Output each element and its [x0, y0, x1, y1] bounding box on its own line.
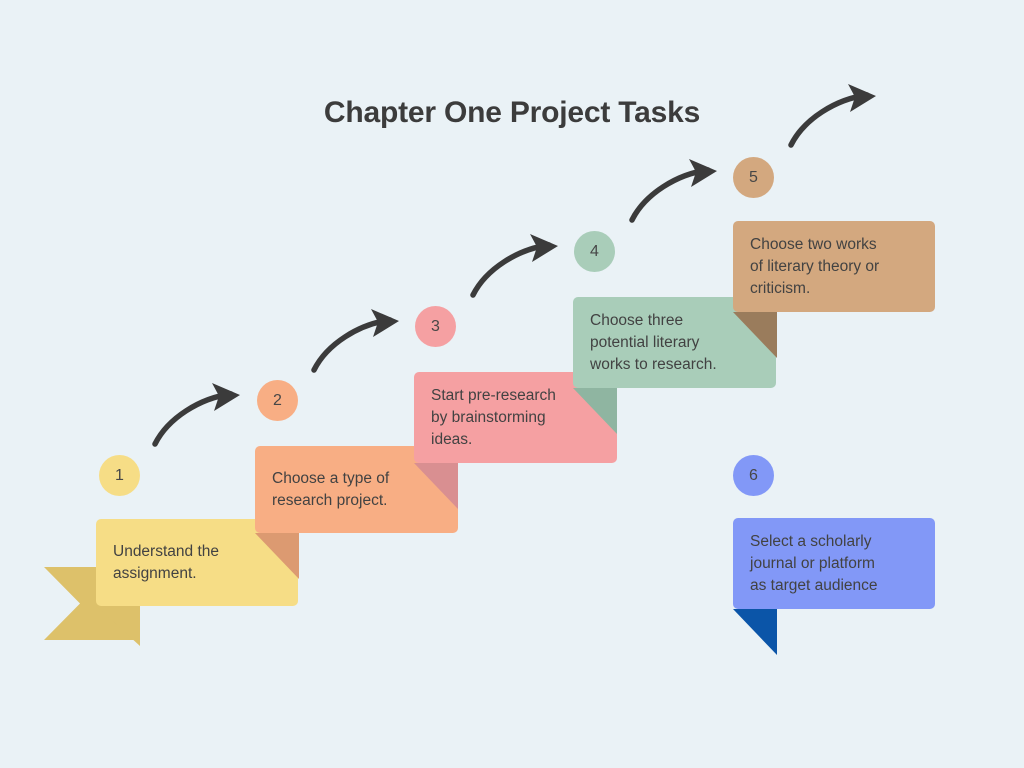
step-card-6[interactable]: Select a scholarly journal or platform a… — [733, 518, 935, 609]
step-card-text-5: Choose two works of literary theory or c… — [750, 235, 880, 297]
step-card-5[interactable]: Choose two works of literary theory or c… — [733, 221, 935, 312]
step-number-badge-2[interactable]: 2 — [257, 380, 298, 421]
step-number-badge-5[interactable]: 5 — [733, 157, 774, 198]
step-number-label: 4 — [590, 242, 599, 260]
step-number-badge-3[interactable]: 3 — [415, 306, 456, 347]
step-number-label: 5 — [749, 168, 758, 186]
arrow-4-to-5-head — [689, 159, 717, 187]
step-card-text-3: Start pre-research by brainstorming idea… — [431, 386, 556, 448]
step-number-label: 6 — [749, 466, 758, 484]
step-number-label: 1 — [115, 466, 124, 484]
step-card-3[interactable]: Start pre-research by brainstorming idea… — [414, 372, 617, 463]
step-card-text-4: Choose three potential literary works to… — [590, 311, 717, 373]
step-card-4[interactable]: Choose three potential literary works to… — [573, 297, 776, 388]
arrow-2-to-3-head — [371, 309, 399, 337]
step-card-text-6: Select a scholarly journal or platform a… — [750, 532, 878, 594]
arrow-3-to-4-shaft — [470, 242, 552, 298]
step-fold-triangle-6 — [733, 609, 777, 655]
step-number-label: 2 — [273, 391, 282, 409]
step-card-2[interactable]: Choose a type of research project. — [255, 446, 458, 533]
page-title: Chapter One Project Tasks — [323, 96, 701, 129]
arrow-1-to-2-head — [212, 383, 240, 411]
step-number-badge-6[interactable]: 6 — [733, 455, 774, 496]
step-card-text-2: Choose a type of research project. — [272, 469, 390, 509]
arrow-4-to-5 — [629, 159, 717, 223]
step-number-badge-4[interactable]: 4 — [574, 231, 615, 272]
step-card-1[interactable]: Understand the assignment. — [96, 519, 298, 606]
arrow-3-to-4 — [470, 234, 558, 298]
step-card-text-1: Understand the assignment. — [113, 542, 219, 582]
arrow-2-to-3 — [311, 309, 399, 373]
step-number-badge-1[interactable]: 1 — [99, 455, 140, 496]
arrow-2-to-3-shaft — [311, 317, 393, 373]
arrow-1-to-2-shaft — [152, 391, 234, 447]
step-number-label: 3 — [431, 317, 440, 335]
arrow-3-to-4-head — [530, 234, 558, 262]
ribbon-fold-1 — [96, 606, 140, 646]
arrow-1-to-2 — [152, 383, 240, 447]
arrow-4-to-5-shaft — [629, 167, 711, 223]
